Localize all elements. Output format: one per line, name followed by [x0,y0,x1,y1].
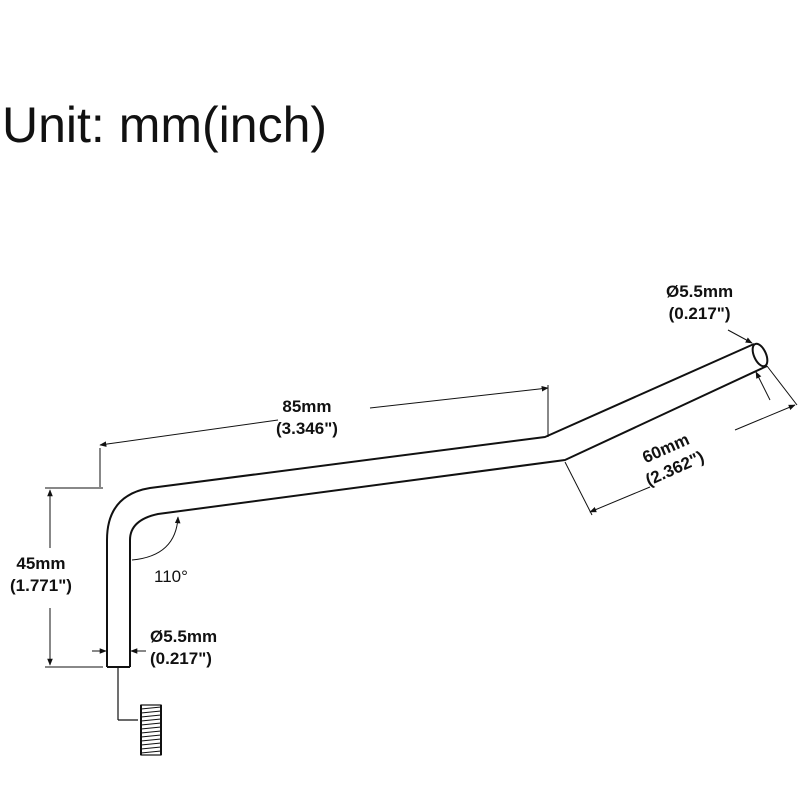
height-label: 45mm (1.771") [10,554,72,596]
threaded-end [117,668,162,756]
tip-diameter-leaders [727,329,771,401]
angle-arc [131,516,181,561]
long-length-label: 85mm (3.346") [276,397,338,439]
dimension-85mm [99,385,549,487]
arm-body [106,342,769,668]
unit-title: Unit: mm(inch) [2,97,328,153]
dimension-45mm [45,487,103,668]
base-diameter-label: Ø5.5mm (0.217") [150,627,218,669]
dimension-60mm [564,365,798,516]
angle-label: 110° [154,567,188,586]
tip-diameter-label: Ø5.5mm (0.217") [666,282,734,324]
